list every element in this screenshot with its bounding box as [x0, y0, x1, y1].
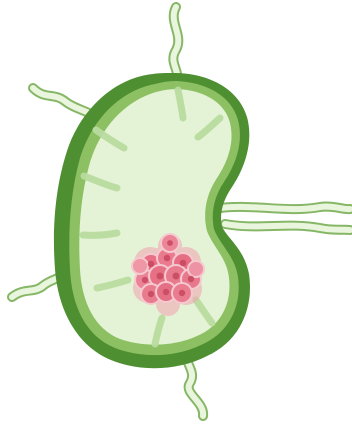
efferent-vessel-lower — [225, 224, 350, 230]
tumor-cell — [132, 258, 148, 274]
afferent-vessel-top — [173, 7, 178, 82]
efferent-vessel-upper — [220, 207, 350, 210]
lymph-node — [54, 73, 250, 368]
tumor-cell — [188, 261, 204, 277]
